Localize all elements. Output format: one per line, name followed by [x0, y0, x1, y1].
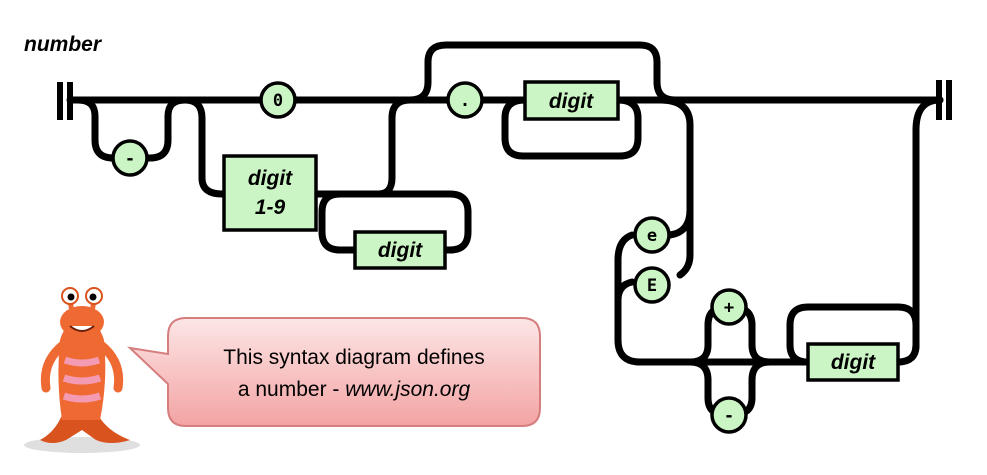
svg-text:-: - [724, 406, 734, 426]
nonterminal-digit-1-9: digit 1-9 [222, 154, 318, 232]
svg-text:E: E [647, 276, 657, 296]
nonterminal-digit-exponent: digit [806, 342, 900, 382]
terminal-minus: - [111, 139, 149, 177]
callout-line-2: a number - www.json.org [176, 374, 532, 406]
svg-text:1-9: 1-9 [255, 196, 286, 219]
callout-line-1: This syntax diagram defines [223, 346, 485, 369]
mascot-icon [24, 287, 140, 453]
svg-text:digit: digit [378, 239, 423, 262]
svg-text:e: e [647, 226, 657, 246]
terminal-minus-exponent: - [710, 396, 748, 434]
svg-text:digit: digit [549, 90, 594, 113]
diagram-title: number [24, 33, 103, 56]
callout-line-2-prefix: a number - [237, 378, 346, 401]
terminal-dot: . [446, 81, 484, 119]
nonterminal-digit-integer: digit [353, 230, 447, 270]
svg-text:0: 0 [273, 91, 283, 111]
terminal-zero: 0 [259, 81, 297, 119]
diagram-tracks [66, 41, 944, 419]
speech-bubble-text: This syntax diagram defines a number - w… [176, 342, 532, 406]
svg-text:+: + [724, 298, 734, 318]
terminal-plus: + [710, 288, 748, 326]
svg-text:digit: digit [831, 351, 876, 374]
svg-text:digit: digit [248, 167, 293, 190]
svg-text:-: - [125, 149, 135, 169]
nonterminal-digit-fraction: digit [523, 80, 620, 121]
svg-text:.: . [460, 91, 470, 111]
terminal-e-upper: E [633, 266, 671, 304]
terminal-e-lower: e [633, 216, 671, 254]
callout-link: www.json.org [345, 378, 471, 401]
speech-bubble [126, 317, 541, 427]
